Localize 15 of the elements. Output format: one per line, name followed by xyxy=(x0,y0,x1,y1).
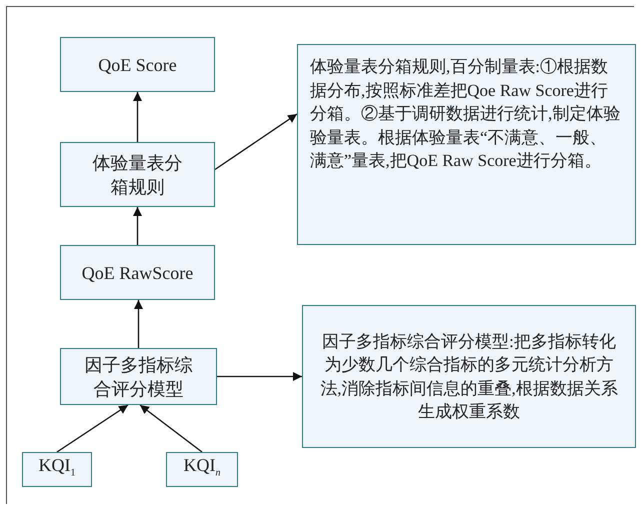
arrow xyxy=(133,207,142,245)
arrow xyxy=(56,404,128,453)
note-box: 体验量表分箱规则,百分制量表:①根据数据分布,按照标准差把Qoe Raw Score进行分箱。②基于调研数据进行统计,制定体验验量表。根据体验量表“不满意、一般、满意”量表,把QoE Raw Score进行分箱。 xyxy=(297,44,636,245)
arrow xyxy=(140,404,202,453)
process-box: KQI$_{1}$ xyxy=(22,452,92,487)
note-box: 因子多指标综合评分模型:把多指标转化为少数几个综合指标的多元统计分析方法,消除指标间信息的重叠,根据数据关系生成权重系数 xyxy=(302,305,636,448)
process-box: QoE Score xyxy=(60,37,215,92)
process-box: QoE RawScore xyxy=(60,245,215,300)
process-box: KQI$_{n}$ xyxy=(166,452,238,487)
process-box: 体验量表分箱规则 xyxy=(60,142,215,207)
arrow xyxy=(133,92,142,142)
process-box: 因子多指标综合评分模型 xyxy=(60,348,217,405)
arrow xyxy=(214,113,298,170)
arrow xyxy=(134,300,143,348)
arrow xyxy=(217,372,302,381)
